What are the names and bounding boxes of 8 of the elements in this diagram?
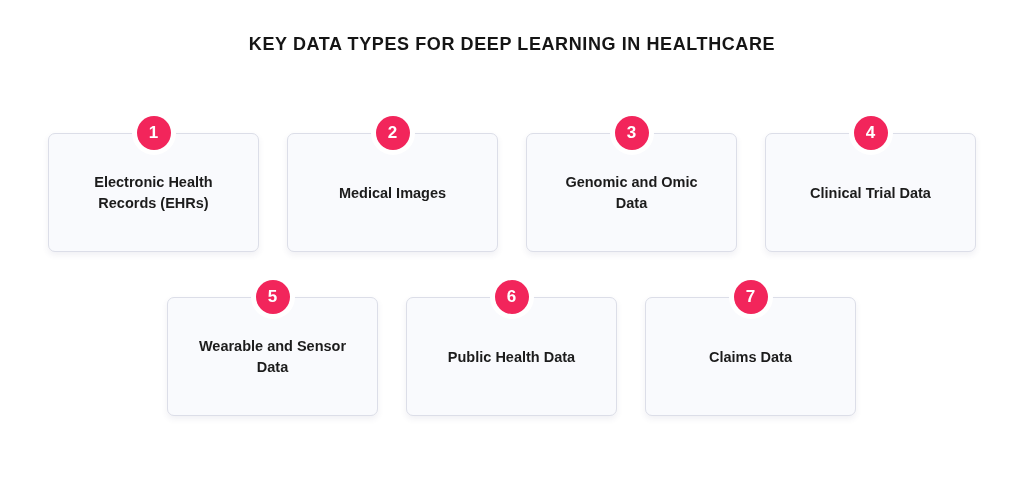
card-label: Claims Data <box>709 347 792 366</box>
card-label: Public Health Data <box>447 347 576 366</box>
card-label: Wearable and Sensor Data <box>197 336 348 377</box>
title: KEY DATA TYPES FOR DEEP LEARNING IN HEALTHCARE <box>248 34 776 55</box>
card-label: Genomic and Omic Data <box>564 172 699 213</box>
card-label: Electronic Health Records (EHRs) <box>93 172 214 213</box>
card-label: Medical Images <box>338 183 447 203</box>
card-label: Clinical Trial Data <box>810 183 931 202</box>
